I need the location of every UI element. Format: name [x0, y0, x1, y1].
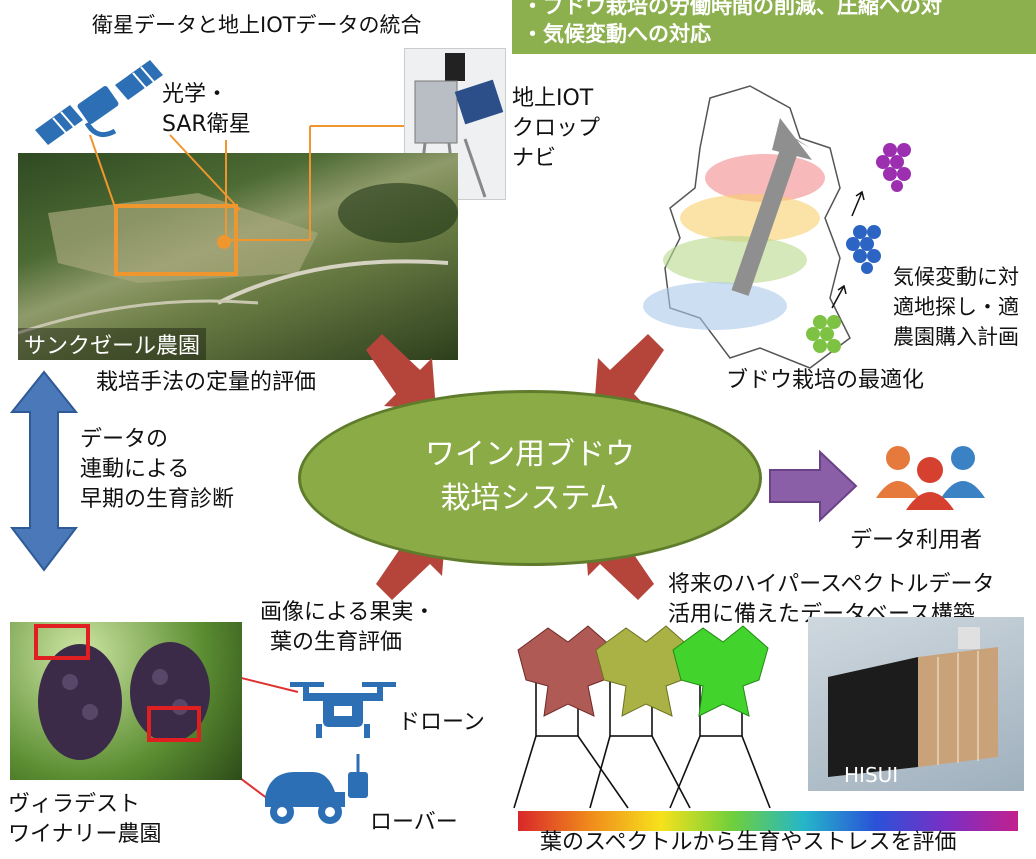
rover-icon: [265, 754, 368, 824]
arrow-to-users: [769, 449, 858, 523]
integration-title: 衛星データと地上IOTデータの統合: [92, 13, 422, 37]
hisui-label: HISUI: [844, 763, 899, 787]
data-user-label: データ利用者: [850, 528, 983, 553]
drone-label: ドローン: [398, 710, 485, 735]
users-icon: [876, 446, 985, 510]
hisui-photo: HISUI: [808, 617, 1024, 791]
optimization-label: ブドウ栽培の最適化: [726, 368, 925, 393]
farm2-label: ヴィラデスト ワイナリー農園: [8, 792, 162, 847]
wine-grape-system-ellipse: ワイン用ブドウ 栽培システム: [298, 390, 762, 566]
evaluation-label: 栽培手法の定量的評価: [96, 370, 317, 395]
aerial-farm-photo: サンクゼール農園: [18, 153, 458, 360]
leaf-samples: [517, 625, 769, 717]
grape-icons: [806, 143, 911, 353]
satellite-label: 光学・ SAR衛星: [162, 82, 251, 137]
spectrum-bar: [518, 811, 1018, 831]
prefecture-map: [643, 85, 851, 369]
image-eval-label: 画像による果実・ 葉の生育評価: [260, 600, 436, 655]
farm1-label: サンクゼール農園: [18, 328, 207, 360]
data-link-double-arrow: [9, 370, 79, 572]
banner-line-1: ・ブドウ栽培の労働時間の削減、圧縮への対: [522, 0, 942, 18]
goal-banner: ・ブドウ栽培の労働時間の削減、圧縮への対 ・気候変動への対応: [512, 0, 1036, 54]
satellite-icon: [35, 60, 163, 145]
iot-label: 地上IOT クロップ ナビ: [512, 86, 601, 171]
data-link-label: データの 連動による 早期の生育診断: [80, 427, 235, 512]
spectrum-label: 葉のスペクトルから生育やストレスを評価: [540, 830, 957, 855]
banner-line-2: ・気候変動への対応: [522, 22, 711, 46]
drone-icon: [290, 682, 396, 738]
climate-label: 気候変動に対 適地探し・適 農園購入計画: [893, 265, 1019, 349]
system-title: ワイン用ブドウ 栽培システム: [425, 437, 635, 516]
rover-label: ローバー: [370, 810, 458, 835]
iot-device-photo: [404, 48, 506, 200]
leaf-inspection-box: [34, 624, 90, 660]
grape-photo: [10, 622, 242, 780]
fruit-inspection-box: [147, 706, 201, 742]
